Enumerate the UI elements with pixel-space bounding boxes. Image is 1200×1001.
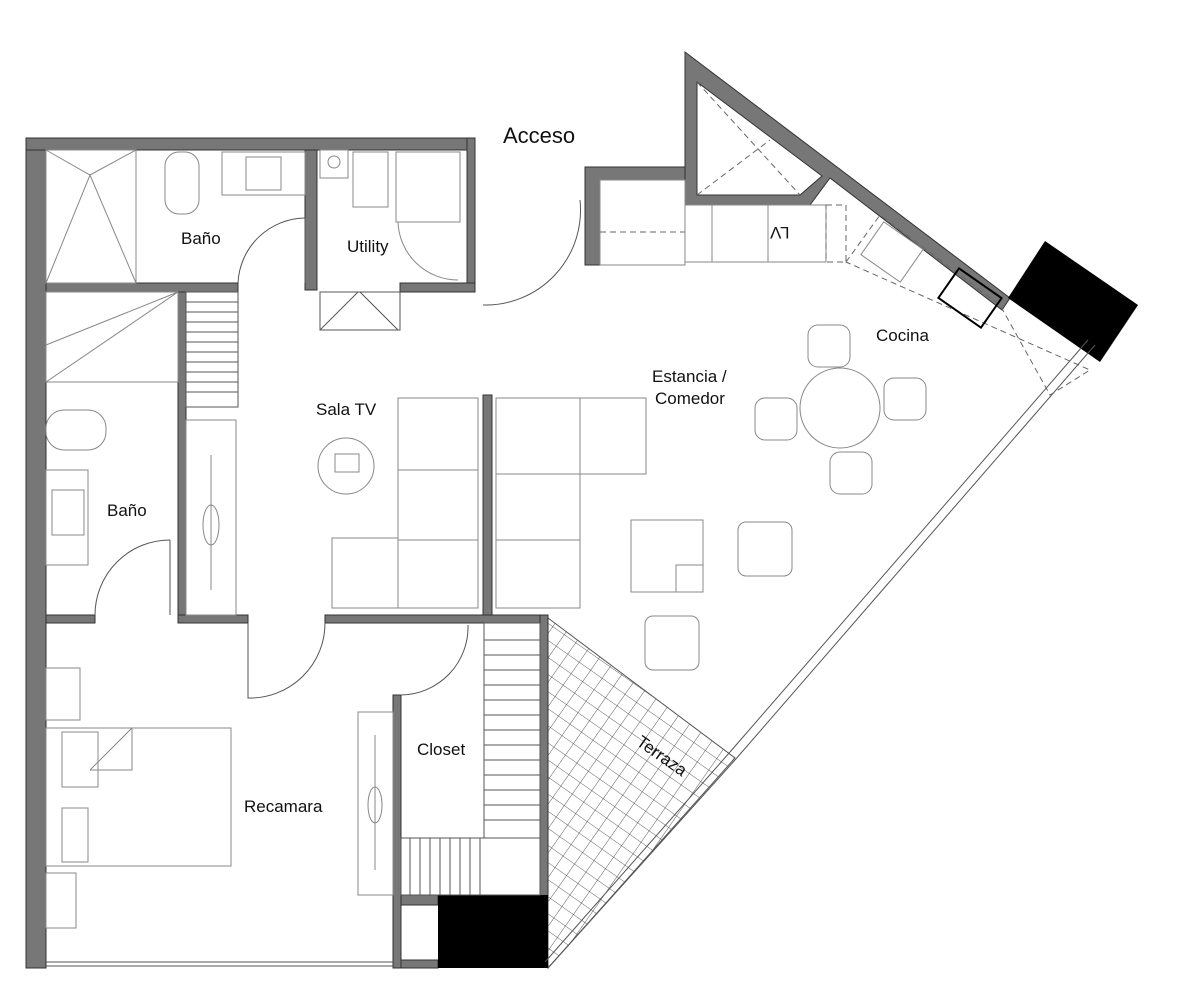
label-acceso: Acceso (503, 123, 576, 148)
label-sala-tv: Sala TV (316, 400, 377, 419)
label-estancia: Estancia / (652, 367, 727, 386)
label-utility: Utility (347, 237, 389, 256)
label-recamara: Recamara (244, 797, 323, 816)
label-closet: Closet (417, 740, 466, 759)
terrace-area (547, 617, 736, 970)
label-comedor: Comedor (655, 389, 725, 408)
label-cocina: Cocina (876, 326, 929, 345)
column (438, 895, 548, 968)
label-lv: LV (770, 223, 790, 242)
label-bano-2: Baño (107, 501, 147, 520)
column (1008, 241, 1138, 362)
label-bano-1: Baño (181, 229, 221, 248)
furniture (45, 149, 1092, 929)
doors (94, 199, 582, 699)
stairs (185, 291, 541, 896)
